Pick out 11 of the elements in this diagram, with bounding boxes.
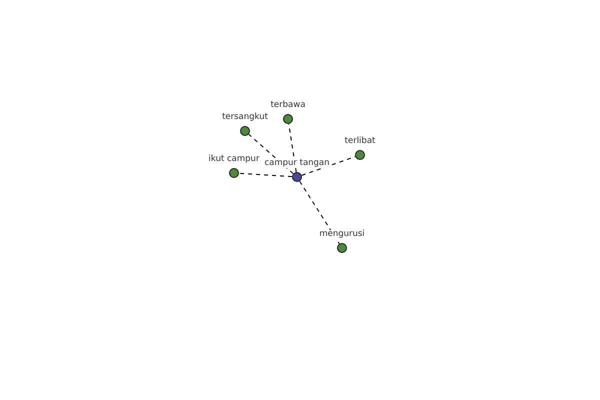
dashed-connector [299, 180, 340, 244]
dashed-connector [288, 123, 297, 173]
dashed-connector [301, 156, 356, 176]
dashed-connector [238, 172, 292, 178]
node-label: terbawa [270, 100, 306, 110]
node-label: tersangkut [222, 112, 268, 122]
node-label: campur tangan [264, 158, 330, 168]
node-label: ikut campur [208, 154, 260, 164]
node-label: mengurusi [319, 230, 365, 239]
dashed-connector [248, 134, 294, 174]
node-label: terlibat [344, 136, 376, 146]
